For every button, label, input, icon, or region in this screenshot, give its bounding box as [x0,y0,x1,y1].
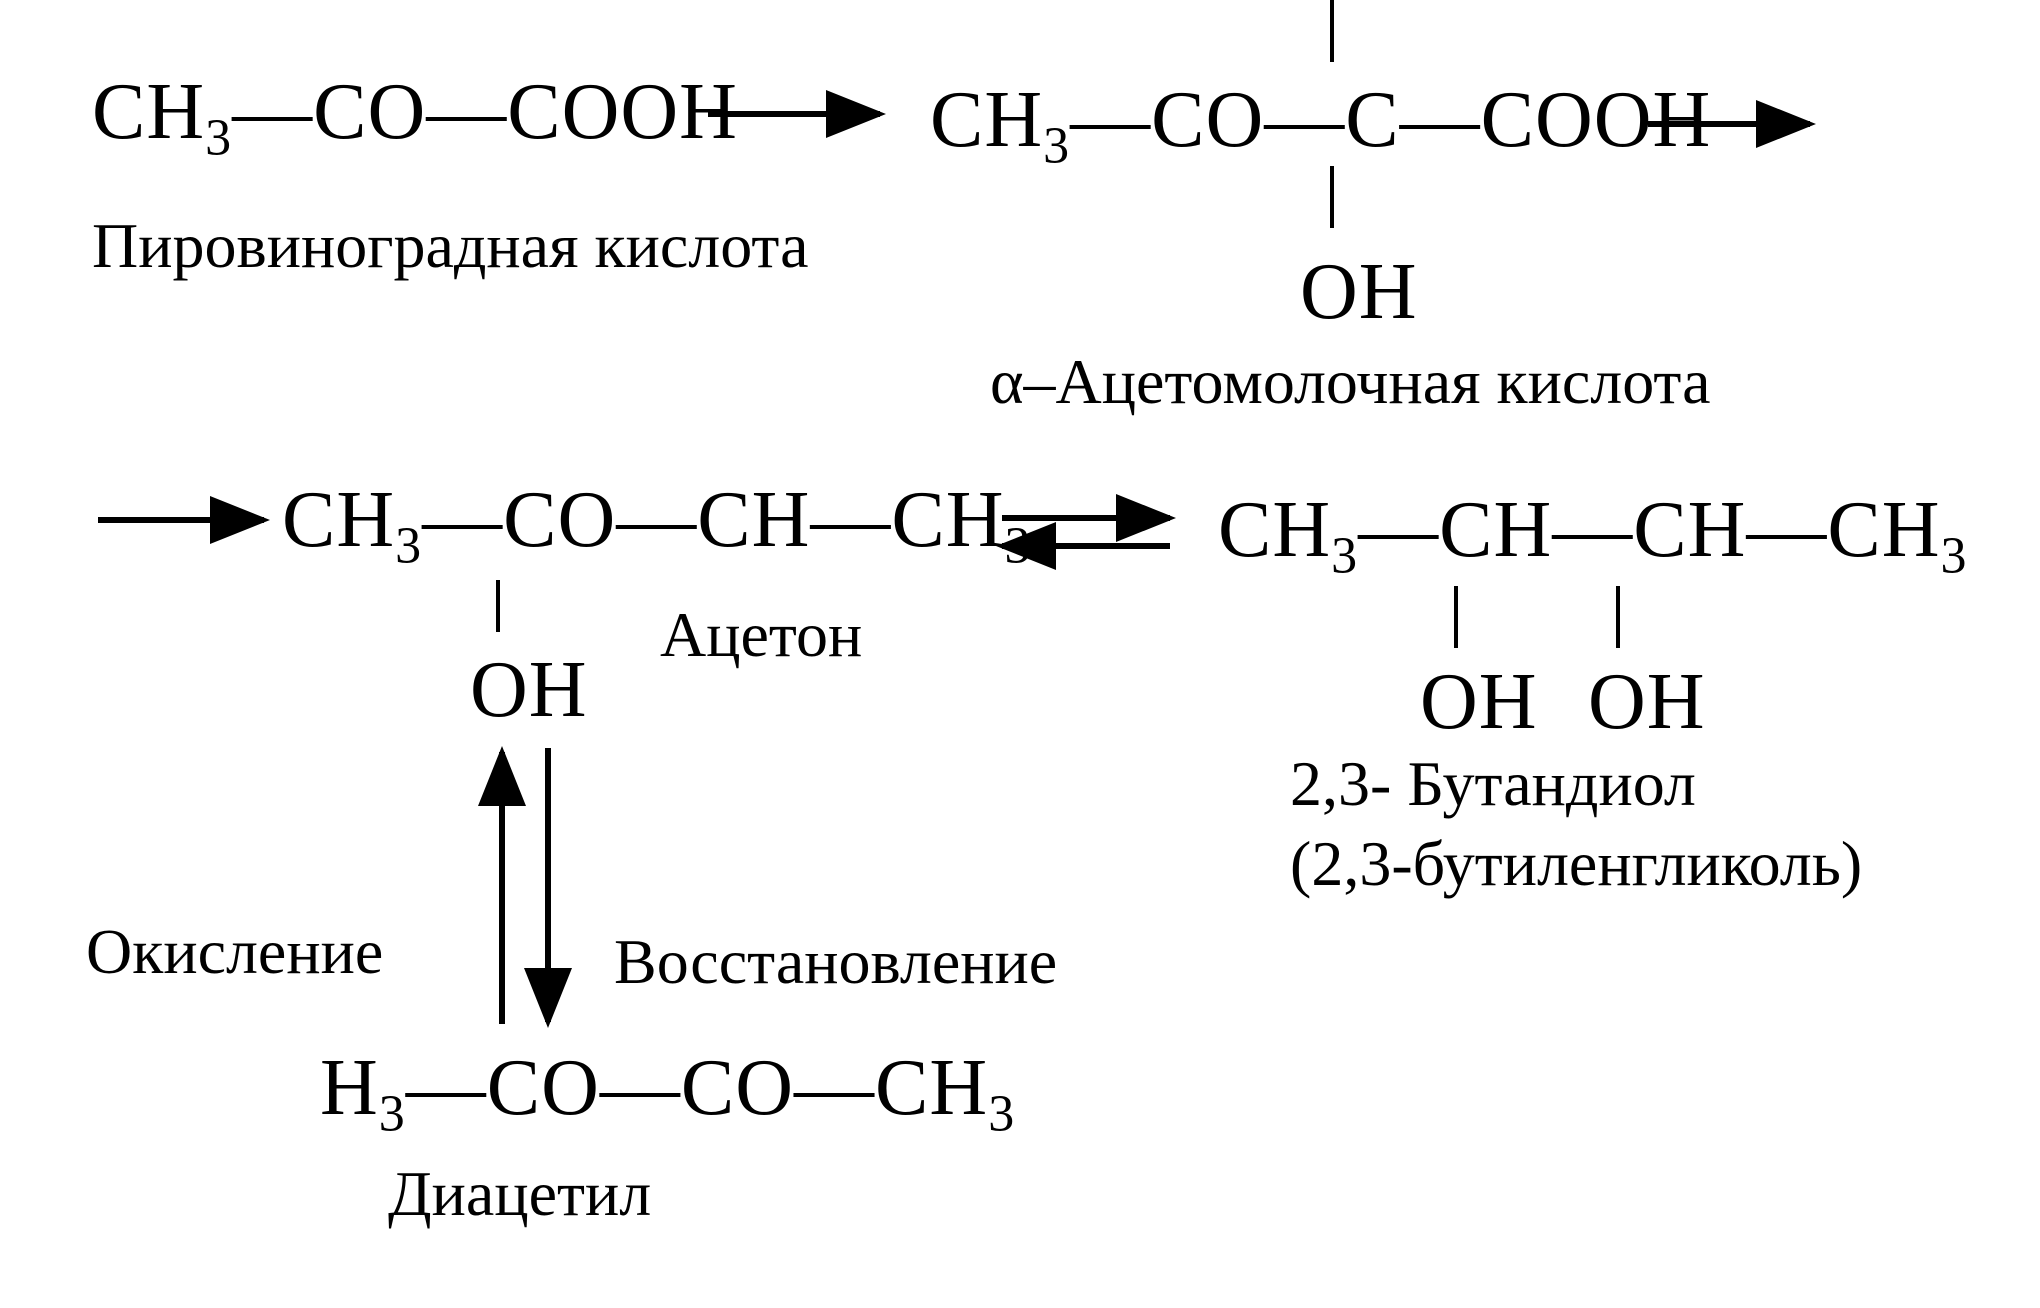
pyruvic-acid-name: Пировиноградная кислота [92,210,809,281]
formula-part: CH [92,68,206,156]
butanediol-oh-left: OH [1420,658,1538,746]
reduction-label: Восстановление [614,926,1058,997]
formula-part: —CH—CH—CH [1358,486,1941,574]
formula-part: CH [930,76,1044,164]
butanediol-oh-right: OH [1588,658,1706,746]
acetolactic-acid-formula: CH3—CO—C—COOH [930,80,1711,172]
formula-part: H [320,1044,379,1132]
acetoin-oh-group: OH [470,646,588,734]
formula-part: CH [282,476,396,564]
formula-subscript: 3 [1940,527,1968,585]
formula-part: —CO—CH—CH [422,476,1005,564]
formula-subscript: 3 [378,1085,406,1143]
formula-subscript: 3 [395,517,423,575]
diacetyl-name: Диацетил [388,1158,652,1229]
formula-part: CH [1218,486,1332,574]
butanediol-alt-name: (2,3-бутиленгликоль) [1290,828,1863,899]
formula-subscript: 3 [988,1085,1016,1143]
oxidation-label: Окисление [86,916,384,987]
butanediol-name: 2,3- Бутандиол [1290,748,1696,819]
formula-part: —CO—C—COOH [1070,76,1712,164]
formula-subscript: 3 [205,109,233,167]
acetolactic-acid-name: α–Ацетомолочная кислота [990,346,1711,417]
formula-part: —CO—CO—CH [405,1044,989,1132]
acetolactic-oh-group: OH [1300,248,1418,336]
acetoin-name: Ацетон [660,599,863,670]
diacetyl-formula: H3—CO—CO—CH3 [320,1048,1015,1140]
formula-subscript: 3 [1331,527,1359,585]
butanediol-formula: CH3—CH—CH—CH3 [1218,490,1968,582]
formula-part: —CO—COOH [232,68,738,156]
pyruvic-acid-formula: CH3—CO—COOH [92,72,738,164]
formula-subscript: 3 [1043,117,1071,175]
